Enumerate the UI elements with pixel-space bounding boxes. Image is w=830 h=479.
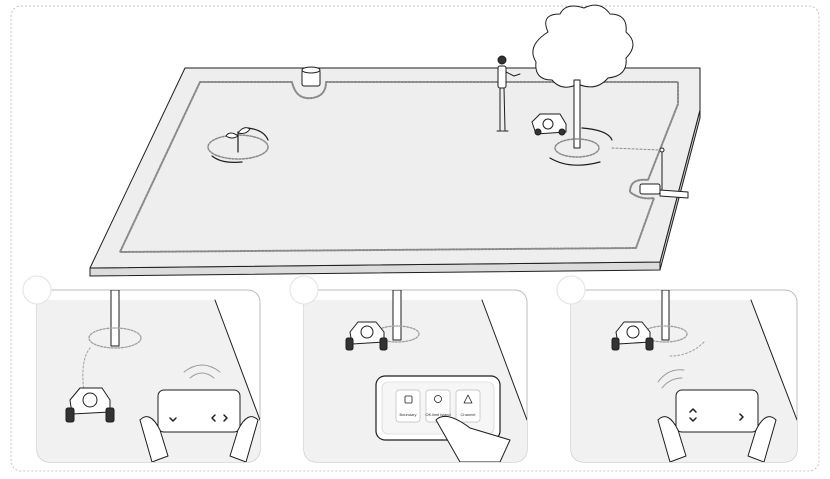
boundary-wire [119, 81, 679, 253]
chevron-down-icon [689, 417, 697, 422]
mower-icon [65, 387, 115, 423]
off-limit-island-label: Off-limit island [425, 412, 450, 417]
hand-tap [435, 415, 511, 462]
phone-controller [139, 364, 259, 462]
step-panel-1 [22, 275, 261, 463]
chevron-up-icon [689, 408, 697, 413]
boundary-button[interactable] [395, 389, 421, 423]
channel-label: Channel [461, 412, 476, 417]
rtk-antenna [611, 147, 665, 191]
step-badge-2 [289, 275, 319, 305]
boundary-label: Boundary [399, 412, 416, 417]
chevron-left-icon [211, 414, 216, 422]
charging-post [301, 66, 321, 87]
person-figure [496, 55, 521, 132]
step-panel-3 [556, 275, 798, 463]
outer-dashed-frame [10, 5, 820, 472]
chevron-right-icon [739, 413, 744, 421]
phone-controller [657, 369, 777, 462]
lawn-scene [89, 4, 701, 277]
boundary-icon [404, 395, 413, 404]
channel-icon [463, 394, 473, 404]
lawn-surface [89, 67, 701, 269]
charging-dock [639, 183, 689, 199]
chevron-down-icon [169, 417, 177, 422]
chevron-right-icon [223, 414, 228, 422]
step-badge-3 [556, 275, 586, 305]
tree [532, 4, 634, 166]
island-icon [434, 395, 442, 403]
step-panel-2: Boundary Off-limit island Channel [289, 275, 528, 463]
sapling-island [207, 127, 269, 163]
phone-app [375, 375, 501, 441]
robot-mower [531, 113, 567, 136]
mower-icon [611, 321, 654, 351]
mower-icon [345, 321, 388, 351]
channel-button[interactable] [455, 389, 481, 423]
step-badge-1 [22, 275, 52, 305]
